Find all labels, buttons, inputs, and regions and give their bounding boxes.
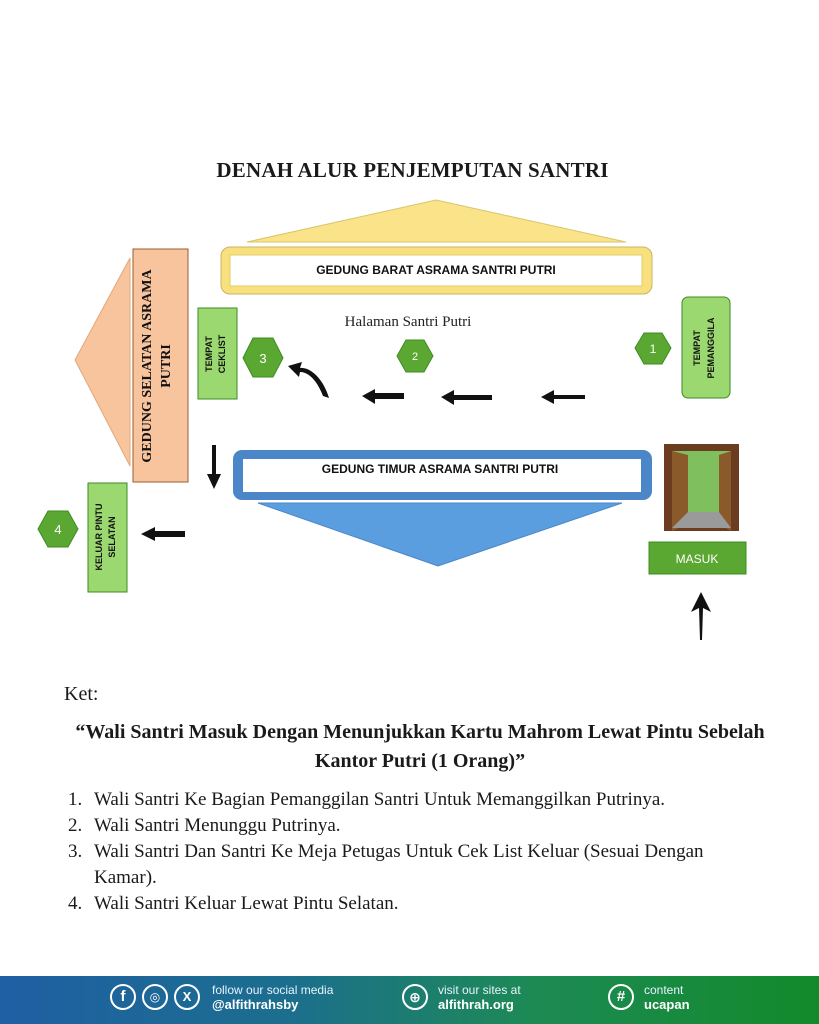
content-value[interactable]: ucapan: [644, 997, 690, 1012]
list-item: 3. Wali Santri Dan Santri Ke Meja Petuga…: [68, 839, 768, 891]
svg-text:4: 4: [54, 522, 61, 537]
arrow-left-1: [541, 390, 585, 404]
step-number: 1.: [68, 789, 83, 810]
keluar-pintu-box: [87, 482, 128, 593]
list-item: 2. Wali Santri Menunggu Putrinya.: [68, 813, 768, 839]
x-icon[interactable]: X: [174, 984, 200, 1010]
keluar-pintu-label-1: KELUAR PINTU: [94, 504, 104, 571]
tempat-pemanggila-box: [681, 296, 731, 399]
gedung-timur-roof: [257, 502, 623, 567]
tempat-ceklist-label-2: CEKLIST: [217, 334, 227, 373]
svg-text:3: 3: [259, 351, 266, 366]
page-title: DENAH ALUR PENJEMPUTAN SANTRI: [216, 158, 609, 182]
gedung-selatan-roof: [74, 257, 131, 467]
marker-2: 2: [396, 339, 434, 373]
marker-1: 1: [634, 332, 672, 365]
social-label: follow our social media: [212, 983, 334, 997]
keluar-pintu-label-2: SELATAN: [107, 516, 117, 557]
step-text: Wali Santri Keluar Lewat Pintu Selatan.: [94, 893, 399, 914]
gedung-barat-label: GEDUNG BARAT ASRAMA SANTRI PUTRI: [316, 263, 556, 277]
globe-icon[interactable]: ⊕: [402, 984, 428, 1010]
masuk-label: MASUK: [676, 552, 719, 566]
list-item: 1. Wali Santri Ke Bagian Pemanggilan San…: [68, 787, 768, 813]
svg-text:1: 1: [650, 342, 657, 356]
arrow-curved: [288, 362, 329, 398]
arrow-left-4: [141, 527, 185, 541]
marker-4: 4: [37, 510, 79, 548]
svg-text:2: 2: [412, 351, 418, 363]
tempat-ceklist-label-1: TEMPAT: [204, 336, 214, 372]
footer-bar: f ◎ X follow our social media @alfithrah…: [0, 976, 819, 1024]
marker-3: 3: [242, 337, 284, 378]
masuk-box: [648, 541, 747, 575]
ket-label: Ket:: [64, 683, 99, 705]
list-item: 4. Wali Santri Keluar Lewat Pintu Selata…: [68, 891, 768, 917]
arrow-left-3: [362, 389, 404, 404]
facebook-icon[interactable]: f: [110, 984, 136, 1010]
tempat-ceklist-box: [197, 307, 238, 400]
gedung-timur-inner: [243, 459, 641, 492]
gedung-timur-label: GEDUNG TIMUR ASRAMA SANTRI PUTRI: [322, 462, 558, 476]
gedung-barat-inner: [229, 254, 643, 287]
step-text: Wali Santri Dan Santri Ke Meja Petugas U…: [94, 841, 704, 888]
step-text: Wali Santri Ke Bagian Pemanggilan Santri…: [94, 789, 666, 810]
door-icon: [664, 444, 739, 531]
gedung-selatan-body: [132, 248, 189, 483]
instruction-quote: “Wali Santri Masuk Dengan Menunjukkan Ka…: [75, 721, 765, 772]
gedung-selatan-label-2: PUTRI: [159, 344, 174, 388]
arrow-down: [207, 445, 221, 489]
step-number: 2.: [68, 815, 83, 836]
instagram-icon[interactable]: ◎: [142, 984, 168, 1010]
steps-list: 1. Wali Santri Ke Bagian Pemanggilan San…: [68, 787, 768, 917]
tempat-pemanggila-label-1: TEMPAT: [692, 330, 702, 366]
step-number: 4.: [68, 893, 83, 914]
site-url[interactable]: alfithrah.org: [438, 997, 514, 1012]
halaman-label: Halaman Santri Putri: [345, 314, 472, 330]
arrow-up: [691, 592, 711, 640]
content-label: content: [644, 983, 684, 997]
hashtag-icon[interactable]: #: [608, 984, 634, 1010]
step-text: Wali Santri Menunggu Putrinya.: [94, 815, 341, 836]
floor-plan-diagram: GEDUNG BARAT ASRAMA SANTRI PUTRI GEDUNG …: [37, 199, 747, 640]
social-handle[interactable]: @alfithrahsby: [212, 997, 299, 1012]
arrow-left-2: [441, 390, 492, 405]
tempat-pemanggila-label-2: PEMANGGILA: [706, 317, 716, 379]
site-label: visit our sites at: [438, 983, 521, 997]
gedung-selatan-label-1: GEDUNG SELATAN ASRAMA: [140, 269, 155, 463]
gedung-barat-roof: [246, 199, 627, 243]
step-number: 3.: [68, 841, 83, 862]
